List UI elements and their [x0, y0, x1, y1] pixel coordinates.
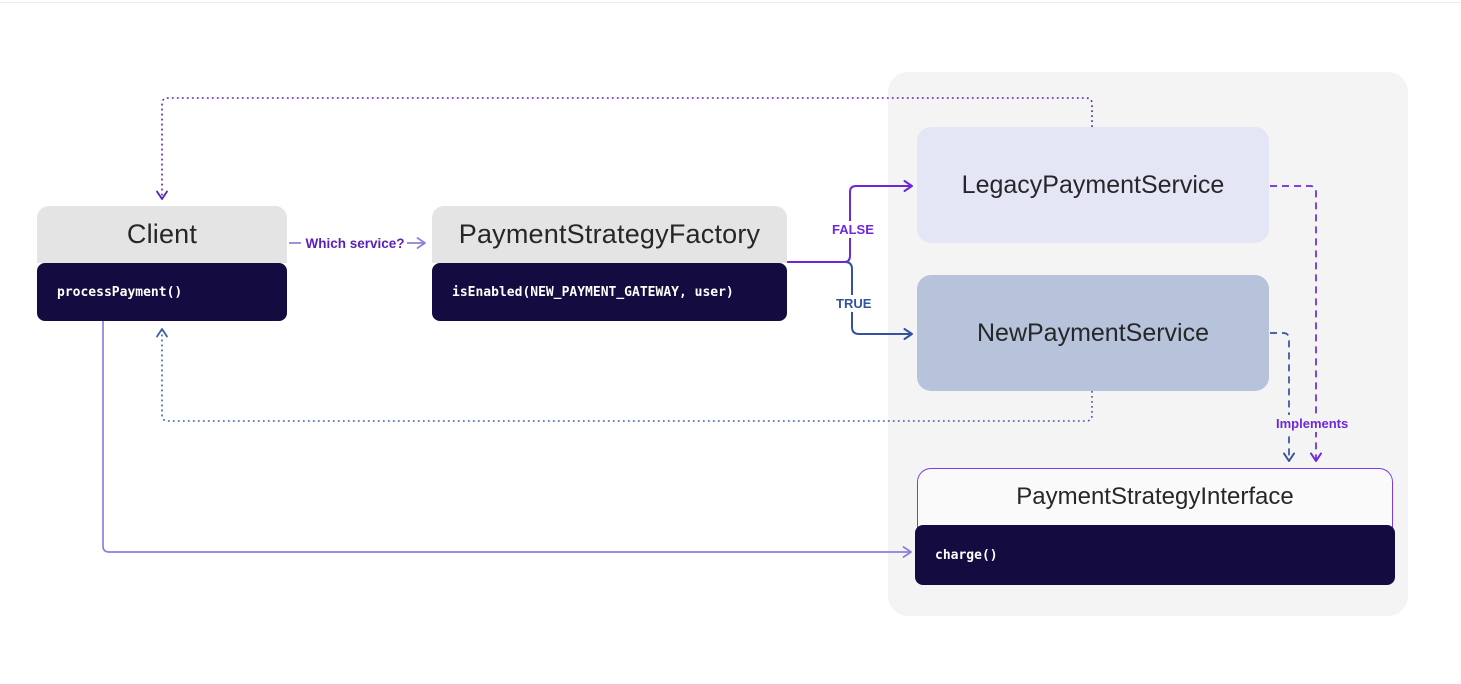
legacy-service-title: LegacyPaymentService	[961, 170, 1225, 199]
false-branch-label: FALSE	[829, 221, 877, 238]
client-method-label: processPayment()	[57, 284, 183, 300]
factory-node-method: isEnabled(NEW_PAYMENT_GATEWAY, user)	[432, 263, 787, 321]
client-to-charge-connector	[102, 321, 912, 558]
implements-label: Implements	[1273, 415, 1352, 432]
new-service-title: NewPaymentService	[976, 318, 1210, 347]
client-node-method: processPayment()	[37, 263, 287, 321]
interface-node-method: charge()	[915, 525, 1395, 585]
interface-method-label: charge()	[935, 547, 998, 563]
factory-node-header: PaymentStrategyFactory	[432, 206, 787, 263]
true-branch-label: TRUE	[833, 295, 875, 312]
which-service-label: Which service?	[305, 236, 405, 251]
new-service-node: NewPaymentService	[917, 275, 1269, 391]
legacy-service-node: LegacyPaymentService	[917, 127, 1269, 243]
interface-title: PaymentStrategyInterface	[1016, 482, 1294, 510]
client-title: Client	[126, 219, 198, 249]
factory-method-label: isEnabled(NEW_PAYMENT_GATEWAY, user)	[452, 284, 734, 300]
factory-title: PaymentStrategyFactory	[458, 219, 761, 249]
client-node-header: Client	[37, 206, 287, 263]
top-divider	[0, 2, 1461, 3]
interface-node-header: PaymentStrategyInterface	[917, 468, 1393, 525]
